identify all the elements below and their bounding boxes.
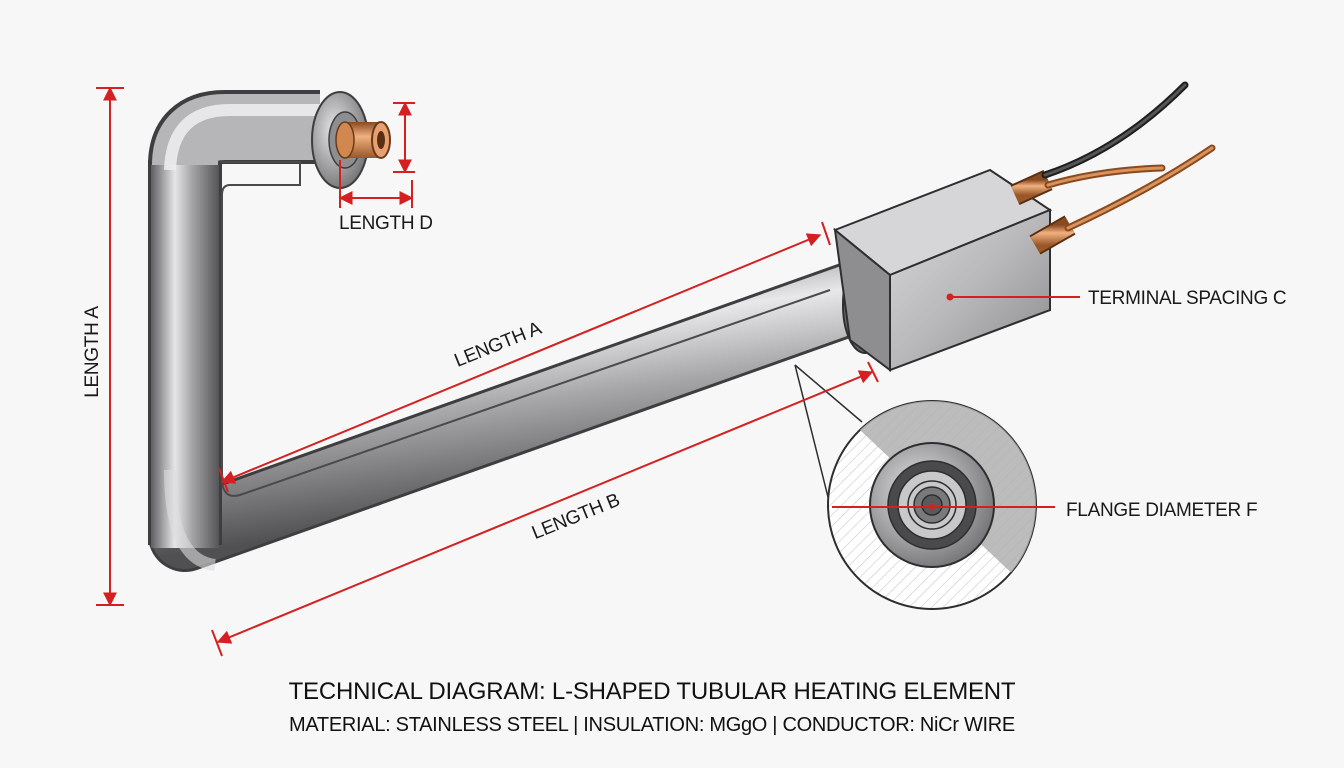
top-terminal-assembly xyxy=(311,91,391,189)
terminal-box xyxy=(833,81,1216,372)
label-terminal-spacing: TERMINAL SPACING C xyxy=(1088,288,1286,309)
terminal-studs xyxy=(1010,169,1076,255)
label-length-a-vertical: LENGTH A xyxy=(82,306,103,398)
dimension-lines xyxy=(96,86,1080,657)
lead-wires xyxy=(1041,81,1216,232)
label-flange-diameter: FLANGE DIAMETER F xyxy=(1066,500,1257,521)
dim-length-b xyxy=(216,370,874,644)
caption-specs: MATERIAL: STAINLESS STEEL | INSULATION: … xyxy=(289,714,1015,736)
label-length-d: LENGTH D xyxy=(339,213,433,234)
label-length-a-diagonal: LENGTH A xyxy=(452,318,545,372)
vertical-leg xyxy=(151,158,219,548)
label-length-b: LENGTH B xyxy=(529,490,623,544)
caption-title: TECHNICAL DIAGRAM: L-SHAPED TUBULAR HEAT… xyxy=(288,678,1016,705)
cross-section-detail xyxy=(794,364,1037,610)
